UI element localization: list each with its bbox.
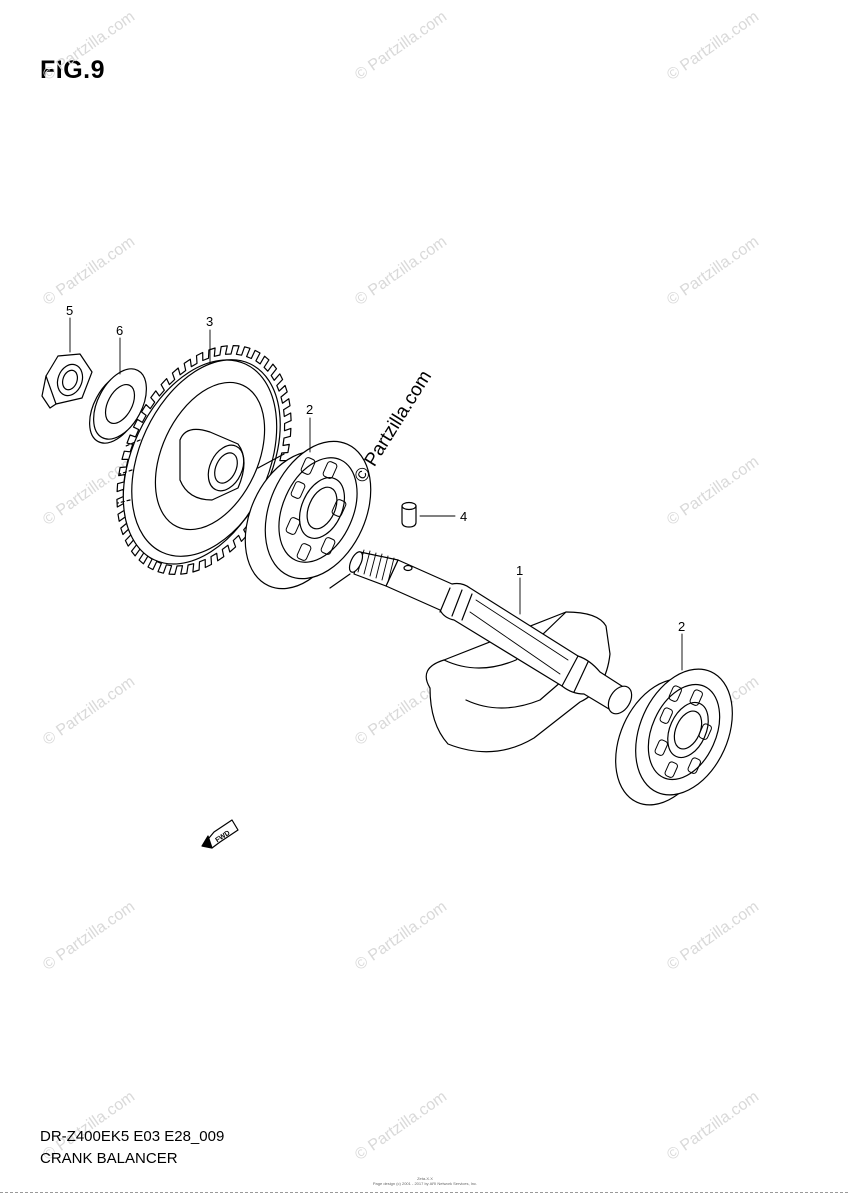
small-print-copyright: Page design (c) 2001 - 2017 by ARI Netwo… (372, 1181, 478, 1186)
part-4-pin[interactable] (401, 501, 417, 528)
fwd-arrow-icon (201, 819, 239, 849)
callout-label[interactable]: 6 (116, 323, 123, 338)
callout-label[interactable]: 1 (516, 563, 523, 578)
callout-leader-lines (69, 317, 683, 671)
callout-label[interactable]: 4 (460, 509, 467, 524)
callout-label[interactable]: 2 (306, 402, 313, 417)
diagram-watermark: © Partzilla.com (350, 367, 436, 487)
small-print-version: Zeta-X.X (417, 1176, 433, 1181)
part-3-gear[interactable] (93, 335, 310, 588)
part-6-washer[interactable] (79, 360, 158, 452)
model-code: DR-Z400EK5 E03 E28_009 (40, 1128, 225, 1145)
callout-label[interactable]: 5 (66, 303, 73, 318)
callout-numbers: 5 6 3 2 4 1 2 (66, 303, 685, 634)
part-2-bearing-lower[interactable] (597, 654, 751, 820)
page-bottom-rule (0, 1192, 848, 1193)
part-5-nut[interactable] (41, 353, 93, 409)
figure-title: FIG.9 (40, 56, 106, 84)
callout-label[interactable]: 3 (206, 314, 213, 329)
callout-label[interactable]: 2 (678, 619, 685, 634)
part-1-balancer-shaft[interactable] (347, 549, 637, 753)
part-2-bearing-upper[interactable] (225, 425, 391, 606)
assembly-name: CRANK BALANCER (40, 1150, 178, 1167)
